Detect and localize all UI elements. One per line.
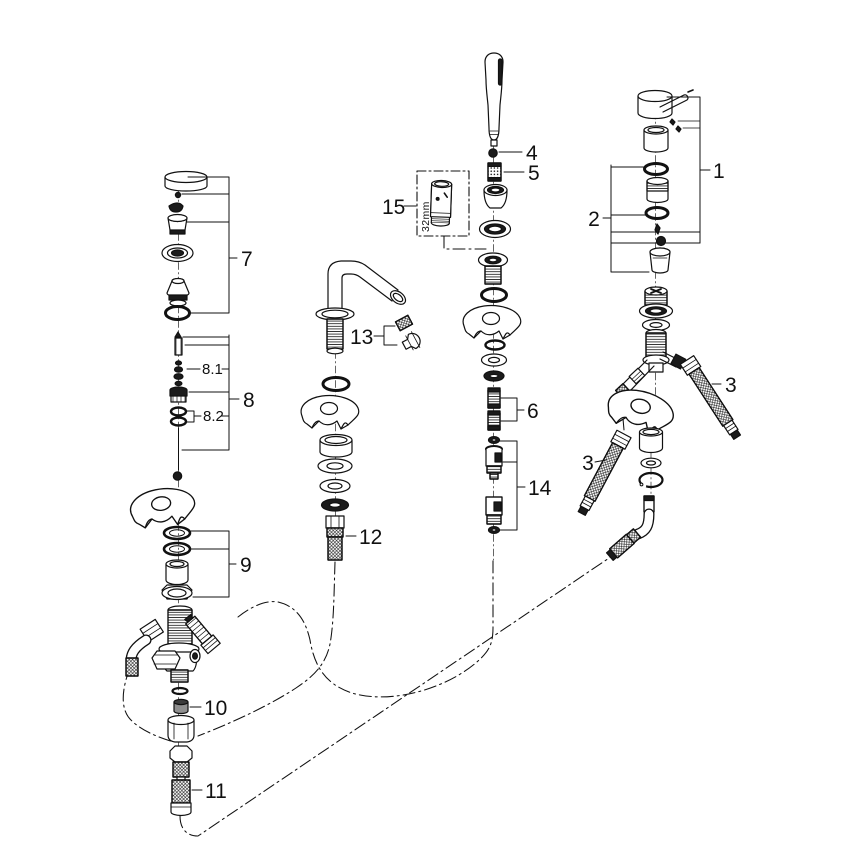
- o-ring: [643, 162, 669, 176]
- o-ring: [164, 305, 191, 321]
- escutcheon-spout: [300, 394, 360, 430]
- part4-seal: [488, 148, 498, 158]
- callout-13: 13: [350, 326, 373, 349]
- callout-2-bracket: [602, 164, 650, 273]
- connector-cartridge15-box: [443, 235, 487, 250]
- callout-10: 10: [204, 697, 227, 720]
- part2-cartridge-set: [643, 162, 671, 274]
- connector-hose11-to-elbow: [179, 555, 613, 837]
- callout-3-left: 3: [582, 452, 594, 475]
- compression-nut: [167, 714, 195, 743]
- part1-handle: [637, 89, 701, 153]
- part15-cartridge: [429, 179, 453, 227]
- part3-hose-right: [679, 355, 742, 440]
- tub-spout: [315, 260, 407, 355]
- c-clip: [638, 471, 664, 489]
- part11-hose: [169, 745, 193, 817]
- connector-hose12-to-valve: [197, 561, 336, 737]
- callout-9-bracket: [190, 530, 237, 598]
- screw-icon: [174, 191, 182, 199]
- callout-14: 14: [528, 477, 552, 500]
- callout-9: 9: [240, 554, 252, 577]
- o-ring: [162, 525, 192, 541]
- bracket-cross-lines: [610, 231, 701, 244]
- callout-11: 11: [205, 780, 227, 803]
- part8-lift-rod: [169, 331, 188, 481]
- part6-check-valves: [487, 387, 501, 431]
- callout-12: 12: [359, 526, 382, 549]
- part13-mousseur: [394, 314, 421, 351]
- o-ring: [169, 416, 188, 427]
- screw-icon: [654, 223, 661, 235]
- escutcheon-shower: [462, 304, 522, 340]
- callout-14-bracket: [499, 440, 526, 531]
- o-ring: [484, 339, 506, 351]
- valve-body-left: [125, 605, 221, 696]
- callout-8-1: 8.1: [202, 361, 223, 378]
- callout-13-bracket: [373, 325, 398, 346]
- shower-holder-cup: [483, 183, 508, 209]
- screw-icon: [669, 118, 676, 126]
- callout-5: 5: [528, 162, 540, 185]
- check-valve-screw: [184, 613, 221, 655]
- callout-8: 8: [243, 389, 255, 412]
- callout-1-bracket: [666, 96, 711, 244]
- callout-7-bracket: [181, 176, 238, 314]
- screw-icon: [675, 125, 682, 133]
- part5-filter: [487, 162, 502, 182]
- cartridge-shell: [638, 286, 674, 332]
- o-ring: [171, 686, 189, 696]
- connector-left-elbow: [122, 667, 175, 743]
- o-ring: [162, 541, 192, 557]
- part15-box: [416, 170, 470, 237]
- spout-mounting-parts: [317, 433, 353, 512]
- part10-insert: [173, 698, 189, 715]
- callout-7: 7: [241, 248, 253, 271]
- dim-32mm: 32mm: [420, 201, 432, 232]
- elbow-hose-right: [605, 508, 655, 561]
- callout-2: 2: [588, 208, 600, 231]
- connector-valve-to-diverter: [237, 557, 494, 698]
- o-ring: [644, 206, 670, 220]
- part12-hose: [325, 515, 345, 561]
- spray-face: [497, 58, 503, 86]
- callout-6: 6: [527, 400, 539, 423]
- callout-15: 15: [382, 196, 405, 219]
- callout-1: 1: [713, 160, 725, 183]
- part9-mounting-set: [161, 525, 193, 601]
- callout-6-bracket: [500, 397, 525, 422]
- escutcheon-left: [127, 483, 199, 532]
- callout-8-bracket: [181, 334, 240, 451]
- part14-diverter-parts: [485, 436, 503, 534]
- part7-drain-knob-assembly: [161, 170, 208, 321]
- hand-shower: [484, 52, 504, 147]
- callout-3-right: 3: [725, 374, 737, 397]
- callout-8-2: 8.2: [203, 408, 224, 425]
- part3-hose-left: [577, 429, 632, 516]
- callout-4: 4: [526, 142, 538, 165]
- right-mounting-parts: [638, 427, 664, 513]
- escutcheon-right: [603, 383, 679, 439]
- valve-body-right: [615, 328, 687, 397]
- shower-shank-parts: [477, 252, 509, 303]
- connection-lines: [122, 235, 685, 837]
- shower-mounting-parts: [480, 339, 508, 382]
- holder-flange: [478, 219, 512, 239]
- o-ring: [321, 376, 351, 392]
- o-ring: [480, 287, 508, 303]
